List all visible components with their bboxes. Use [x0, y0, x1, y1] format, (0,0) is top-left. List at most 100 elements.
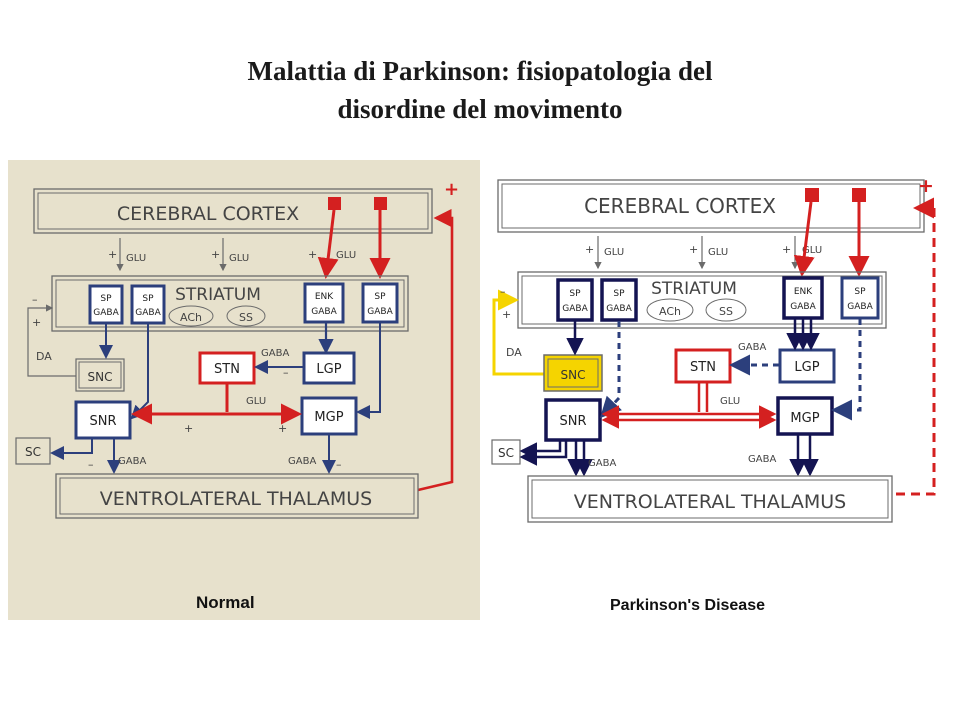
striatum-label: STRIATUM [651, 279, 737, 299]
svg-text:GABA: GABA [93, 308, 119, 318]
lgp-box: LGP [778, 348, 836, 384]
sp-gaba-neuron-1: SP GABA [556, 278, 594, 322]
svg-text:MGP: MGP [314, 410, 343, 425]
svg-text:SP: SP [854, 287, 866, 297]
cortex-output-square-enk [328, 197, 341, 210]
svg-text:–: – [88, 458, 94, 471]
normal-diagram: CEREBRAL CORTEX + GLU + GLU + GLU + STRI… [15, 179, 459, 612]
stn-box: STN [198, 351, 256, 385]
svg-text:GABA: GABA [562, 304, 588, 314]
sp-to-mgp-arrow [356, 323, 381, 419]
svg-text:–: – [336, 458, 342, 471]
ss-label: SS [239, 311, 253, 324]
svg-text:SP: SP [613, 289, 625, 299]
svg-text:SP: SP [374, 292, 386, 302]
snc-da-to-striatum [27, 304, 76, 377]
snc-box: SNC [75, 358, 125, 392]
parkinsons-diagram-panel: CEREBRAL CORTEX + GLU + GLU + GLU + STRI… [480, 160, 952, 630]
svg-text:SNR: SNR [559, 414, 586, 429]
cortex-to-enk-arrow [793, 201, 815, 277]
sp-gaba-neuron-2: SP GABA [600, 278, 638, 322]
stn-glu-output: GLU + + [131, 384, 302, 435]
svg-text:+: + [278, 422, 287, 435]
svg-text:GABA: GABA [847, 302, 873, 312]
svg-text:GLU: GLU [720, 396, 740, 407]
sc-box: SC [15, 437, 51, 465]
svg-text:GABA: GABA [135, 308, 161, 318]
svg-text:–: – [32, 293, 38, 306]
enk-gaba-neuron: ENK GABA [303, 282, 345, 324]
sp-gaba-neuron-1: SP GABA [88, 284, 124, 325]
ach-label: ACh [180, 311, 202, 324]
svg-text:ENK: ENK [315, 292, 334, 302]
svg-text:+: + [32, 316, 41, 329]
cortex-label: CEREBRAL CORTEX [584, 194, 776, 218]
striatum-label: STRIATUM [175, 285, 261, 305]
thalamus-to-cortex-feedback [417, 208, 454, 492]
thalamus-label: VENTROLATERAL THALAMUS [574, 491, 846, 513]
mgp-box: MGP [300, 396, 358, 436]
da-label: DA [36, 350, 52, 363]
sp-to-snr-arrow-reduced [599, 321, 622, 419]
svg-text:LGP: LGP [316, 362, 341, 377]
svg-text:–: – [500, 285, 506, 298]
stn-box: STN [674, 348, 732, 384]
cortex-to-enk-arrow [317, 209, 339, 279]
slide-title-line-1: Malattia di Parkinson: fisiopatologia de… [247, 56, 713, 86]
thalamus-to-cortex-feedback-reduced [896, 197, 936, 496]
ventrolateral-thalamus-box: VENTROLATERAL THALAMUS [55, 473, 419, 519]
svg-text:+: + [585, 243, 594, 256]
panel-caption-parkinsons: Parkinson's Disease [610, 597, 765, 614]
ss-label: SS [719, 305, 733, 318]
glu-label: GLU [802, 245, 822, 256]
glu-label: GLU [604, 247, 624, 258]
sc-box: SC [491, 439, 521, 465]
svg-text:GABA: GABA [790, 302, 816, 312]
svg-text:+: + [689, 243, 698, 256]
lgp-box: LGP [302, 351, 356, 385]
mgp-to-thalamus-arrows-increased [789, 435, 819, 477]
svg-text:+: + [918, 175, 934, 197]
svg-text:SP: SP [569, 289, 581, 299]
cerebral-cortex-box: CEREBRAL CORTEX [33, 188, 433, 234]
svg-text:MGP: MGP [790, 411, 819, 426]
snr-box: SNR [544, 398, 602, 442]
cortex-output-square-sp [852, 188, 866, 202]
glu-label: GLU [126, 253, 146, 264]
sp-to-mgp-arrow-reduced [831, 319, 862, 421]
snr-to-sc-arrows-increased [519, 441, 568, 466]
mgp-box: MGP [776, 396, 834, 436]
enk-to-lgp-arrows-increased [786, 319, 820, 351]
sp-to-snr-arrow [130, 324, 149, 420]
svg-text:+: + [782, 243, 791, 256]
svg-text:SP: SP [142, 294, 154, 304]
striatum-box: STRIATUM ACh SS [517, 271, 887, 329]
snc-da-to-striatum-reduced [492, 289, 544, 376]
snc-box-degenerated: SNC [543, 354, 603, 392]
cortex-label: CEREBRAL CORTEX [117, 203, 299, 225]
svg-text:+: + [308, 248, 317, 261]
svg-text:STN: STN [690, 360, 716, 375]
svg-text:SP: SP [100, 294, 112, 304]
glu-label: GLU [229, 253, 249, 264]
svg-text:SC: SC [25, 445, 41, 459]
sp-gaba-neuron-3: SP GABA [361, 282, 399, 324]
svg-text:STN: STN [214, 362, 240, 377]
cortical-glu-inputs: + GLU + GLU + GLU [108, 238, 356, 272]
parkinsons-diagram: CEREBRAL CORTEX + GLU + GLU + GLU + STRI… [491, 175, 936, 614]
enk-gaba-neuron: ENK GABA [782, 276, 824, 320]
sp-gaba-neuron-2: SP GABA [130, 284, 166, 325]
snr-to-thalamus-arrows-increased [567, 441, 593, 477]
da-label: DA [506, 346, 522, 359]
snr-to-sc-arrow [50, 439, 93, 460]
svg-text:GABA: GABA [367, 307, 393, 317]
svg-text:GABA: GABA [261, 348, 289, 359]
panel-caption-normal: Normal [196, 593, 255, 612]
svg-text:+: + [502, 308, 511, 321]
svg-text:GABA: GABA [738, 342, 766, 353]
svg-text:GABA: GABA [118, 456, 146, 467]
sp-gaba-neuron-3: SP GABA [840, 276, 880, 320]
cortical-glu-inputs: + GLU + GLU + GLU [585, 236, 822, 270]
svg-text:GLU: GLU [246, 396, 266, 407]
slide-title: Malattia di Parkinson: fisiopatologia de… [0, 52, 960, 128]
